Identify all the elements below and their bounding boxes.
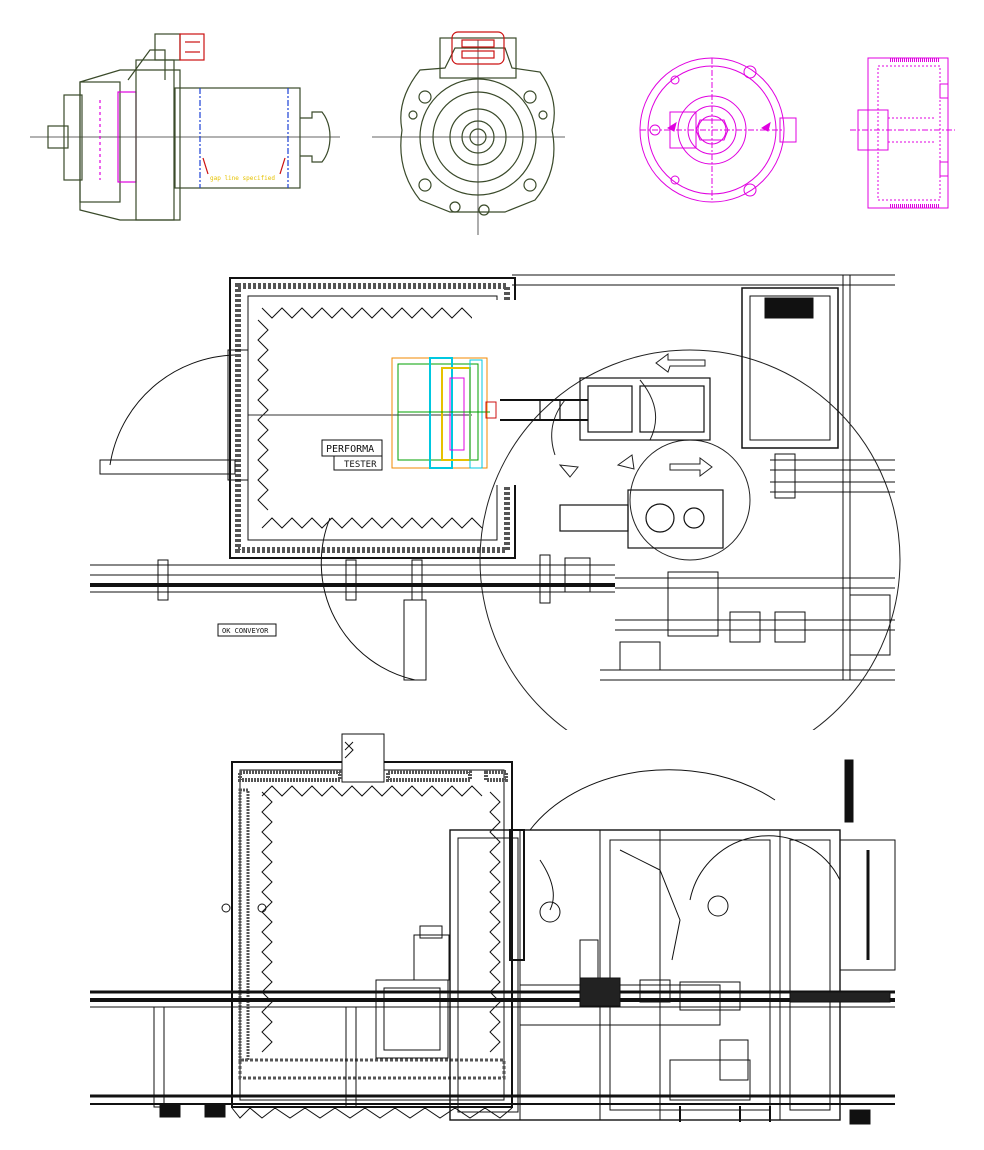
part-drawings-row: gap line specified	[0, 0, 984, 245]
performance-tester-label-line1: PERFORMA	[326, 444, 374, 455]
conveyor-label: OK CONVEYOR	[222, 627, 269, 635]
performance-tester-label-line2: TESTER	[344, 460, 377, 470]
colored-fixture	[391, 357, 497, 469]
plan-view-layout: PERFORMA TESTER	[0, 260, 984, 730]
conveyor-label-box	[217, 623, 277, 637]
rotor-side-view-icon	[850, 57, 955, 209]
main-conveyor	[90, 517, 615, 681]
door-swing-left	[99, 349, 249, 481]
elevation-view-layout	[0, 730, 984, 1150]
load-station	[375, 925, 450, 1059]
transfer-mechanism	[500, 377, 724, 549]
tester-enclosure-elevation	[221, 733, 513, 1119]
control-cabinet	[741, 287, 839, 449]
rotor-end-view-icon	[639, 57, 797, 203]
flow-arrow-icon	[655, 353, 713, 477]
conveyor-elevation	[90, 990, 895, 1118]
motor-end-view-icon	[372, 31, 565, 235]
motor-callout-label: gap line specified	[210, 175, 275, 182]
right-side-conveyor	[770, 453, 895, 499]
plan-view-svg: PERFORMA TESTER	[90, 274, 901, 730]
elevation-view-svg	[90, 733, 896, 1125]
lower-right-machinery	[615, 571, 895, 671]
part-drawings-svg: gap line specified	[30, 31, 955, 235]
motor-side-view-icon	[30, 33, 340, 221]
robot-cell-frame	[449, 759, 896, 1121]
machinery-cluster	[519, 977, 891, 1125]
